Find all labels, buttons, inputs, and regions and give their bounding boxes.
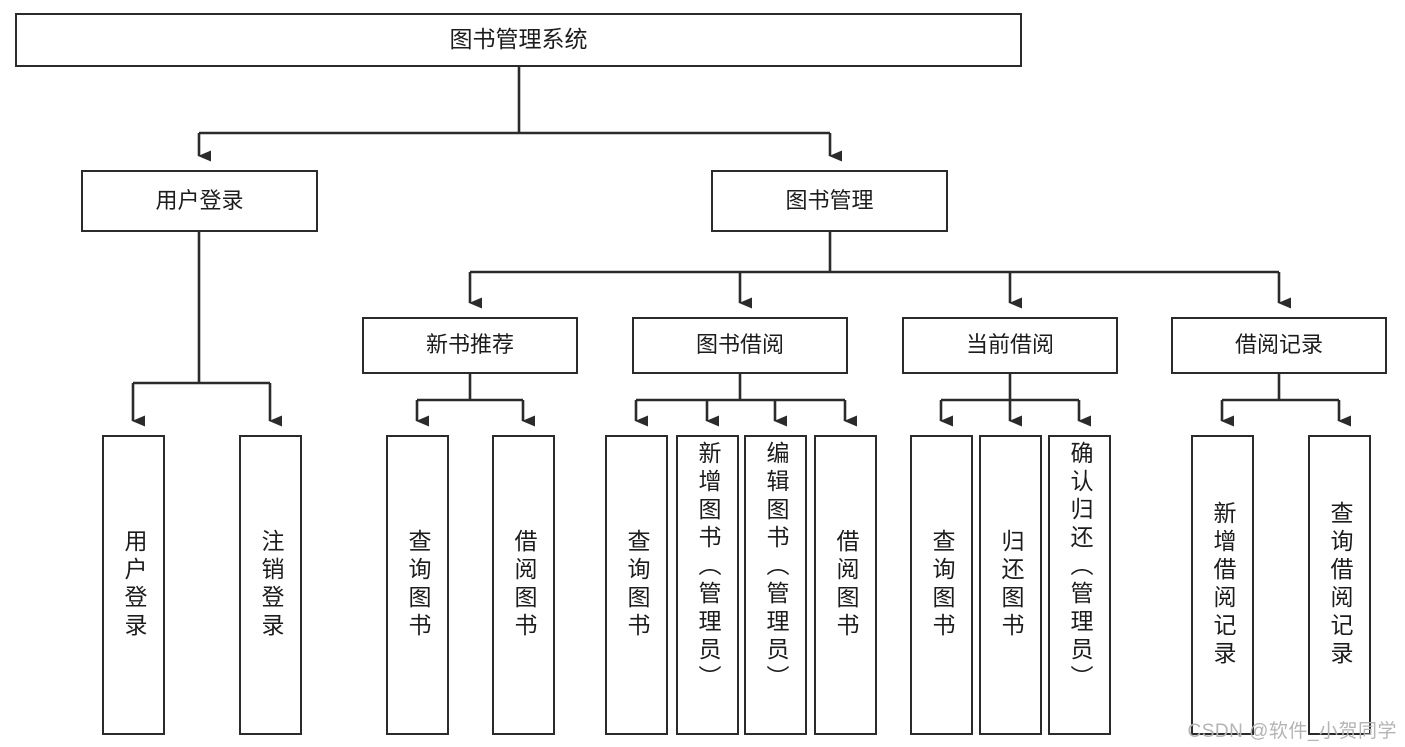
node-book-borrow[interactable]: 图书借阅 <box>632 317 848 374</box>
node-query-book-3[interactable]: 查询图书 <box>910 435 973 735</box>
node-system-root[interactable]: 图书管理系统 <box>15 13 1022 67</box>
node-label-add-borrow-record: 新增借阅记录 <box>1210 501 1236 669</box>
node-label-logout: 注销登录 <box>258 529 284 641</box>
node-label-book-borrow: 图书借阅 <box>695 332 784 358</box>
node-label-return-book: 归还图书 <box>998 529 1024 641</box>
node-label-borrow-record: 借阅记录 <box>1234 332 1323 358</box>
node-new-book-recommend[interactable]: 新书推荐 <box>362 317 578 374</box>
node-label-confirm-return: 确认归还（管理员） <box>1067 441 1093 693</box>
node-label-new-book-recommend: 新书推荐 <box>425 332 514 358</box>
node-query-book-1[interactable]: 查询图书 <box>386 435 449 735</box>
node-label-current-borrow: 当前借阅 <box>965 332 1054 358</box>
node-label-borrow-book-2: 借阅图书 <box>833 529 859 641</box>
node-query-book-2[interactable]: 查询图书 <box>605 435 668 735</box>
node-label-query-borrow-record: 查询借阅记录 <box>1327 501 1353 669</box>
node-label-query-book-1: 查询图书 <box>405 529 431 641</box>
node-current-borrow[interactable]: 当前借阅 <box>902 317 1118 374</box>
node-edit-book[interactable]: 编辑图书（管理员） <box>744 435 807 735</box>
node-login[interactable]: 用户登录 <box>102 435 165 735</box>
node-borrow-book-1[interactable]: 借阅图书 <box>492 435 555 735</box>
node-return-book[interactable]: 归还图书 <box>979 435 1042 735</box>
node-book-management[interactable]: 图书管理 <box>711 170 948 232</box>
node-add-book[interactable]: 新增图书（管理员） <box>676 435 739 735</box>
node-label-query-book-2: 查询图书 <box>624 529 650 641</box>
node-confirm-return[interactable]: 确认归还（管理员） <box>1048 435 1111 735</box>
node-label-system-root: 图书管理系统 <box>449 26 588 53</box>
node-label-query-book-3: 查询图书 <box>929 529 955 641</box>
node-label-add-book: 新增图书（管理员） <box>695 441 721 693</box>
node-borrow-book-2[interactable]: 借阅图书 <box>814 435 877 735</box>
node-logout[interactable]: 注销登录 <box>239 435 302 735</box>
node-borrow-record[interactable]: 借阅记录 <box>1171 317 1387 374</box>
node-user-login[interactable]: 用户登录 <box>81 170 318 232</box>
node-label-edit-book: 编辑图书（管理员） <box>763 441 789 693</box>
node-add-borrow-record[interactable]: 新增借阅记录 <box>1191 435 1254 735</box>
node-label-login: 用户登录 <box>121 529 147 641</box>
node-query-borrow-record[interactable]: 查询借阅记录 <box>1308 435 1371 735</box>
node-label-borrow-book-1: 借阅图书 <box>511 529 537 641</box>
node-label-user-login: 用户登录 <box>155 187 244 213</box>
node-label-book-management: 图书管理 <box>785 187 874 213</box>
